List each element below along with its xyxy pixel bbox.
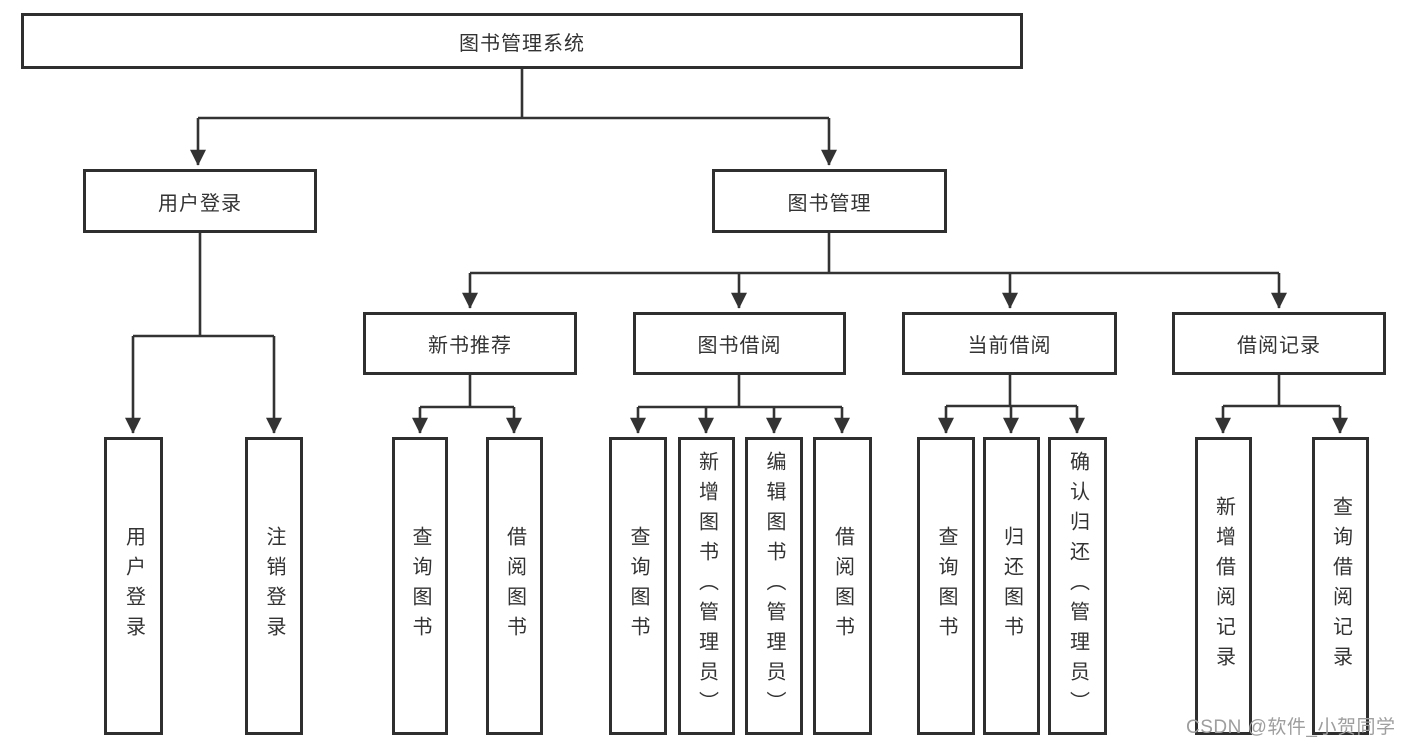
leaf-query-borrow-record: 查询借阅记录 [1312,437,1369,735]
leaf-label: 注销登录 [263,526,285,646]
leaf-borrow-books-1: 借阅图书 [486,437,543,735]
leaf-user-login: 用户登录 [104,437,163,735]
node-borrow-records: 借阅记录 [1172,312,1386,375]
node-user-login: 用户登录 [83,169,317,233]
leaf-add-borrow-record: 新增借阅记录 [1195,437,1252,735]
leaf-borrow-books-2: 借阅图书 [813,437,872,735]
node-book-borrow: 图书借阅 [633,312,846,375]
leaf-label: 编辑图书（管理员） [763,451,785,721]
leaf-label: 用户登录 [122,526,145,646]
watermark: CSDN @软件_小贺同学 [1186,717,1396,738]
leaf-label: 归还图书 [1000,526,1023,646]
leaf-logout: 注销登录 [245,437,303,735]
leaf-edit-books-admin: 编辑图书（管理员） [745,437,803,735]
node-new-book-recommend: 新书推荐 [363,312,577,375]
leaf-query-books-3: 查询图书 [917,437,975,735]
leaf-label: 借阅图书 [831,526,854,646]
leaf-query-books-2: 查询图书 [609,437,667,735]
leaf-label: 借阅图书 [503,526,526,646]
leaf-label: 查询图书 [627,526,649,646]
leaf-confirm-return-admin: 确认归还（管理员） [1048,437,1107,735]
leaf-label: 新增图书（管理员） [695,451,718,721]
node-current-borrow: 当前借阅 [902,312,1117,375]
leaf-label: 查询图书 [409,526,431,646]
node-book-management: 图书管理 [712,169,947,233]
node-root: 图书管理系统 [21,13,1023,69]
leaf-label: 确认归还（管理员） [1066,451,1089,721]
leaf-label: 查询借阅记录 [1329,496,1352,676]
leaf-return-books: 归还图书 [983,437,1040,735]
leaf-add-books-admin: 新增图书（管理员） [678,437,735,735]
leaf-label: 查询图书 [935,526,957,646]
leaf-query-books-1: 查询图书 [392,437,448,735]
leaf-label: 新增借阅记录 [1212,496,1235,676]
